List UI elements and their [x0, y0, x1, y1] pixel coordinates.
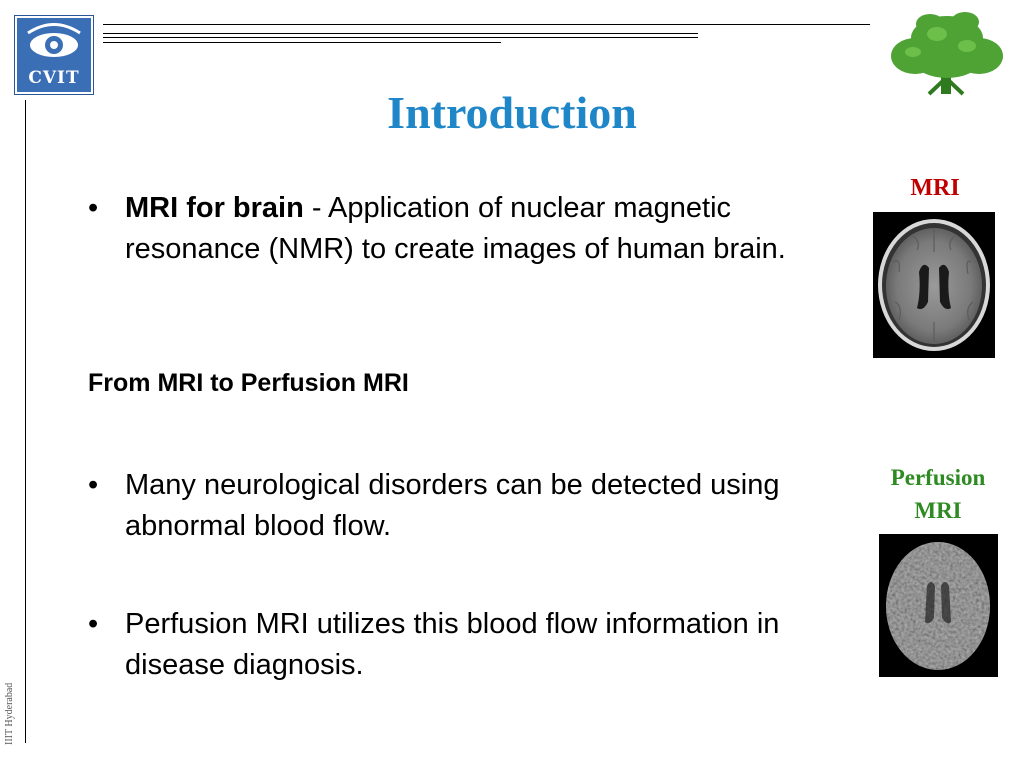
perfusion-label-line2: MRI — [914, 498, 962, 523]
cvit-logo: CVIT — [14, 15, 94, 95]
bullet-text: Perfusion MRI utilizes this blood flow i… — [125, 608, 780, 681]
footer-text: IIIT Hyderabad — [4, 682, 15, 745]
perfusion-mri-image — [879, 534, 998, 677]
mri-brain-image — [873, 212, 995, 358]
side-divider — [25, 100, 26, 743]
section-heading: From MRI to Perfusion MRI — [88, 369, 409, 397]
bullet-dot: • — [88, 469, 99, 501]
bullet-dot: • — [88, 608, 99, 640]
eye-icon — [27, 23, 81, 57]
slide-title: Introduction — [387, 87, 637, 138]
tree-logo-icon — [891, 12, 1003, 96]
logo-text: CVIT — [28, 68, 80, 88]
header-line — [103, 42, 501, 43]
header-line — [103, 37, 698, 38]
header-line — [103, 33, 698, 34]
bullet-dot: • — [88, 192, 99, 224]
perfusion-label-line1: Perfusion — [890, 465, 986, 490]
mri-label: MRI — [910, 175, 960, 201]
bullet-text: MRI for brain - Application of nuclear m… — [125, 188, 847, 270]
bullet-body: - Application of nuclear magnetic resona… — [125, 192, 786, 265]
bullet-bold-term: MRI for brain — [125, 192, 304, 224]
bullet-text: Many neurological disorders can be detec… — [125, 469, 780, 542]
header-line — [103, 24, 870, 25]
perfusion-mri-label: Perfusion MRI — [868, 461, 1008, 527]
